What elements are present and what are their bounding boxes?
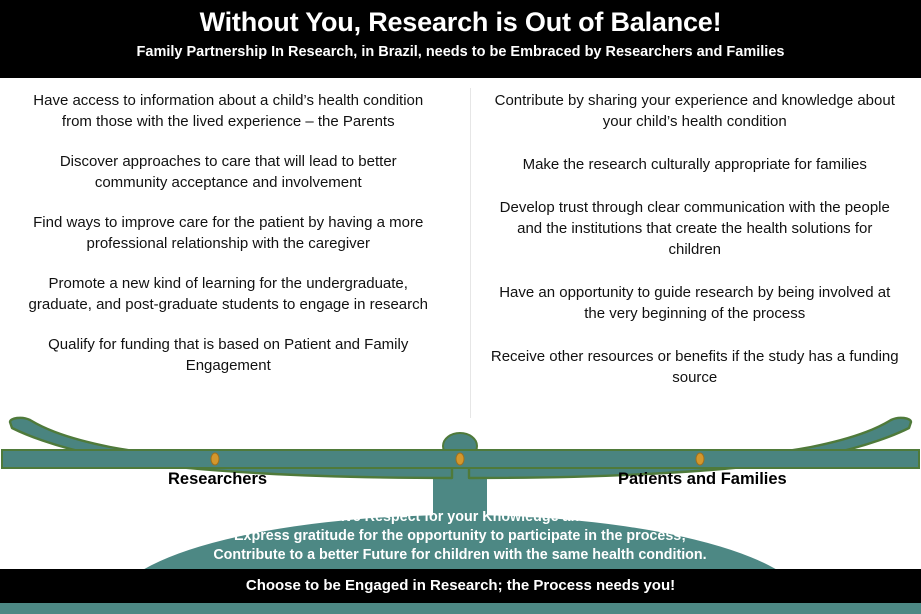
- benefit-item: Have an opportunity to guide research by…: [499, 284, 891, 322]
- benefits-columns: Have access to information about a child…: [0, 78, 921, 418]
- page-subtitle: Family Partnership In Research, in Brazi…: [136, 44, 785, 60]
- scale-dot-left: [210, 452, 220, 466]
- base-motto-line-3: Contribute to a better Future for childr…: [213, 547, 707, 563]
- scale-dot-center: [455, 452, 465, 466]
- benefit-item: Have access to information about a child…: [33, 92, 424, 130]
- researchers-column: Have access to information about a child…: [0, 78, 461, 418]
- pan-label-researchers: Researchers: [168, 470, 268, 488]
- benefit-item: Promote a new kind of learning for the u…: [28, 275, 428, 313]
- scale-dot-right: [695, 452, 705, 466]
- base-motto: Give and receive Respect for your Knowle…: [130, 508, 790, 565]
- benefit-item: Develop trust through clear communicatio…: [499, 199, 890, 258]
- benefit-item: Make the research culturally appropriate…: [522, 156, 867, 173]
- pan-label-patients-families: Patients and Families: [618, 470, 787, 488]
- base-motto-line-1: Give and receive Respect for your Knowle…: [247, 509, 673, 525]
- benefit-item: Qualify for funding that is based on Pat…: [48, 336, 409, 374]
- patients-families-column: Contribute by sharing your experience an…: [461, 78, 921, 418]
- benefit-item: Contribute by sharing your experience an…: [494, 92, 895, 130]
- balance-scale-graphic: Researchers Patients and Families Give a…: [0, 410, 921, 614]
- benefit-item: Receive other resources or benefits if t…: [490, 348, 899, 386]
- base-motto-line-2: Express gratitude for the opportunity to…: [234, 528, 686, 544]
- benefit-item: Find ways to improve care for the patien…: [33, 214, 424, 252]
- benefit-item: Discover approaches to care that will le…: [59, 153, 397, 191]
- column-divider: [470, 88, 471, 418]
- page-title: Without You, Research is Out of Balance!: [199, 7, 722, 37]
- footer-accent-strip: [0, 603, 921, 614]
- footer-call-to-action: Choose to be Engaged in Research; the Pr…: [0, 569, 921, 603]
- header-band: Without You, Research is Out of Balance!…: [0, 0, 921, 78]
